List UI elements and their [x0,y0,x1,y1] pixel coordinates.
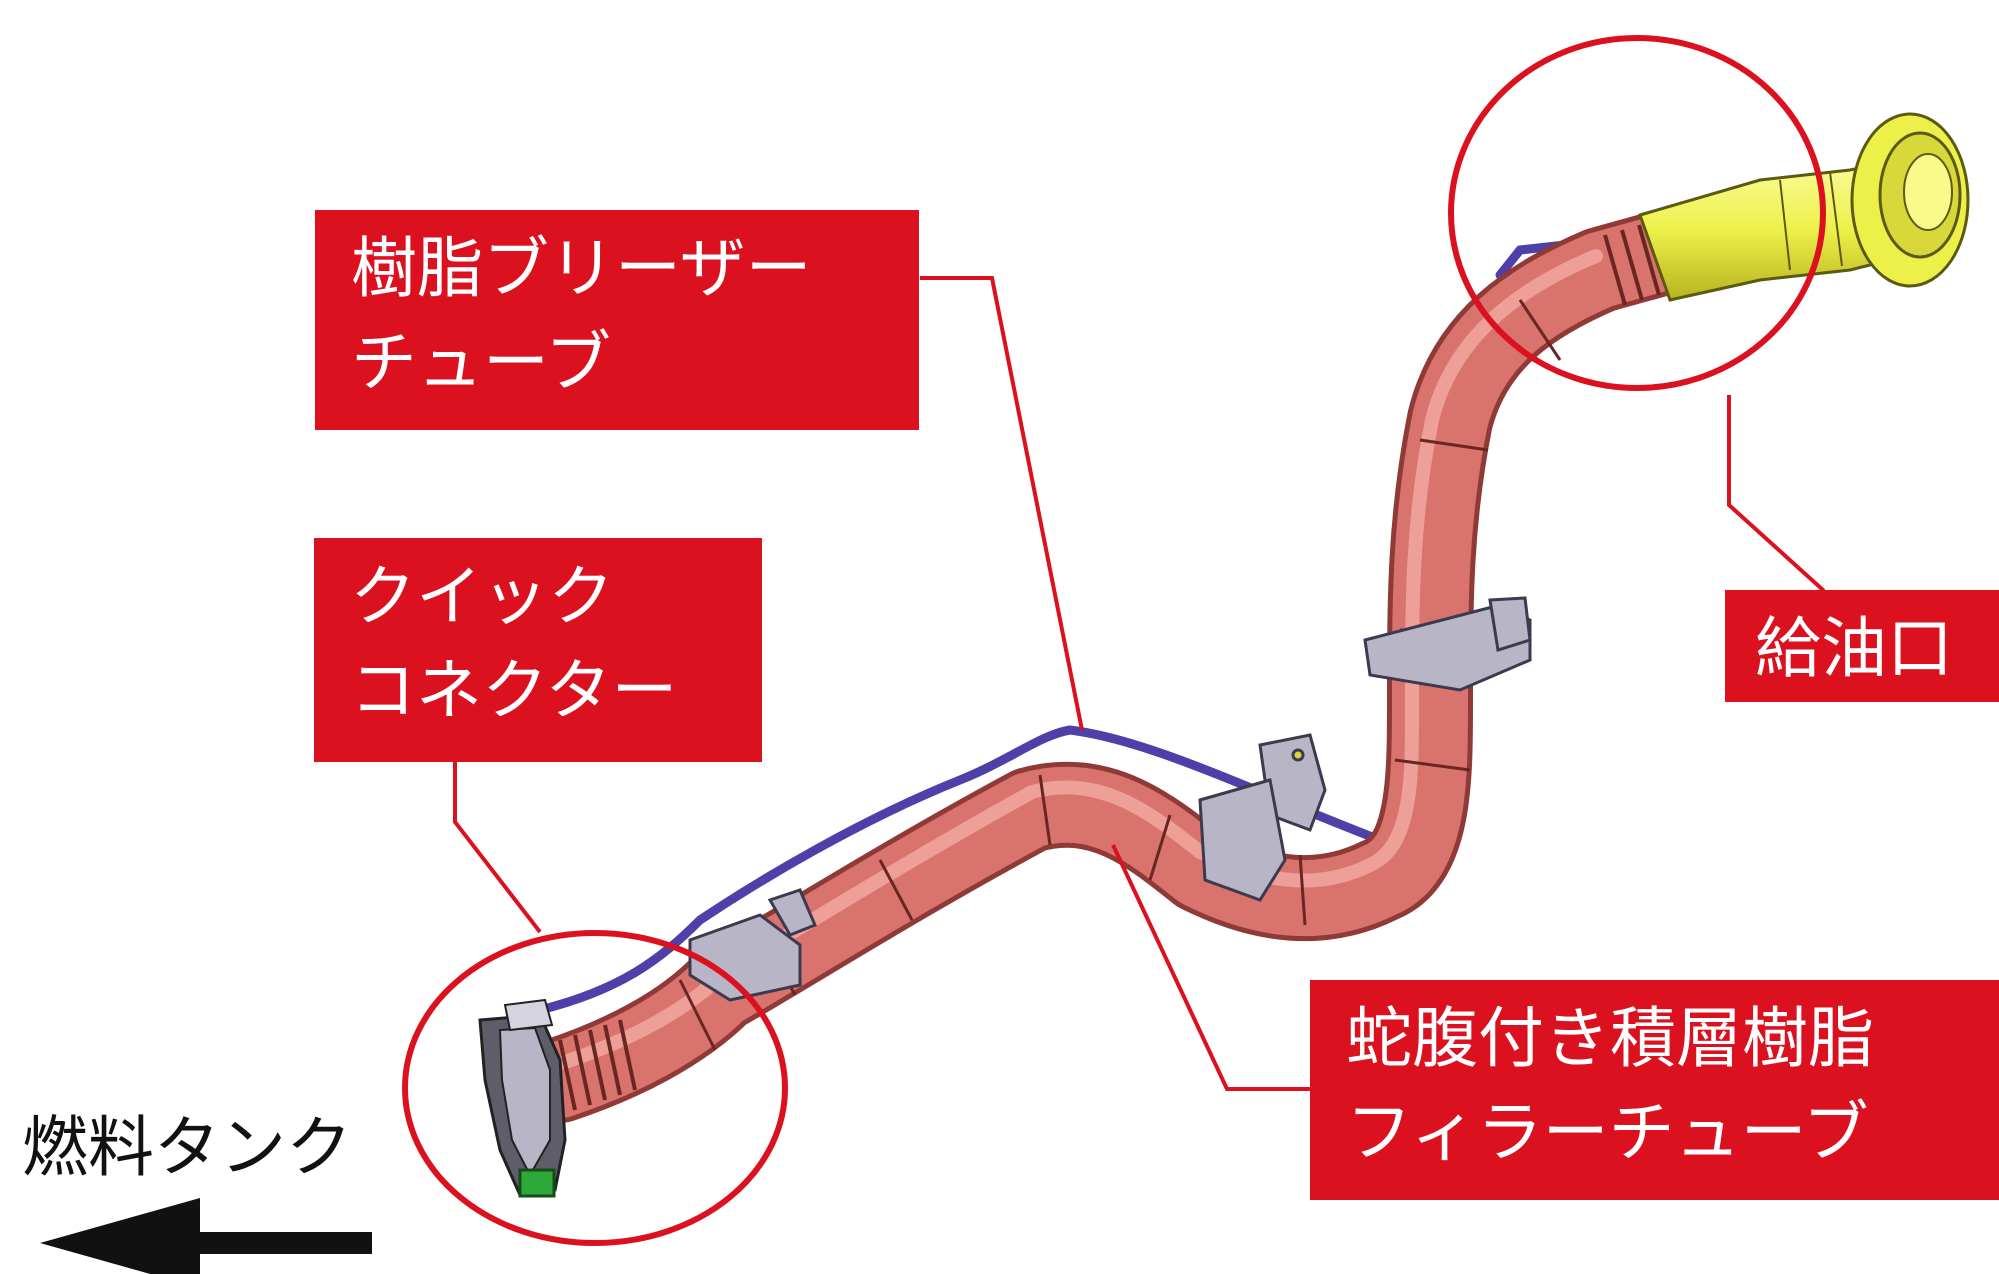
quick-connector-part [478,998,567,1198]
quick-connector-highlight-ellipse [402,930,788,1246]
filler-tube-label-line2: フィラーチューブ [1346,1094,1869,1171]
breather-tube-label-line2: チューブ [351,324,612,401]
bracket-lower [688,888,817,1002]
quick-connector-label-line1: クイック [350,558,614,635]
filler-neck-label-text: 給油口 [1755,610,1953,687]
fuel-tank-arrow [40,1198,372,1274]
quick-connector-label: クイック コネクター [314,538,762,762]
filler-tube-leader [1111,844,1310,1091]
breather-tube-label: 樹脂ブリーザー チューブ [315,210,919,430]
bracket-middle [1198,733,1327,902]
quick-connector-label-line2: コネクター [350,652,678,729]
filler-neck-cap [1638,112,1970,302]
filler-neck-highlight-ellipse [1448,35,1826,391]
filler-neck-label: 給油口 [1725,590,1999,702]
filler-tube-label: 蛇腹付き積層樹脂 フィラーチューブ [1310,980,1999,1200]
bracket-upper [1363,596,1532,692]
quick-connector-leader [453,762,542,934]
filler-neck-leader [1727,395,1825,620]
filler-tube-label-line1: 蛇腹付き積層樹脂 [1346,1000,1874,1077]
breather-tube-leader [920,276,1084,731]
breather-tube-label-line1: 樹脂ブリーザー [351,230,812,307]
fuel-tank-label: 燃料タンク [22,1109,352,1186]
